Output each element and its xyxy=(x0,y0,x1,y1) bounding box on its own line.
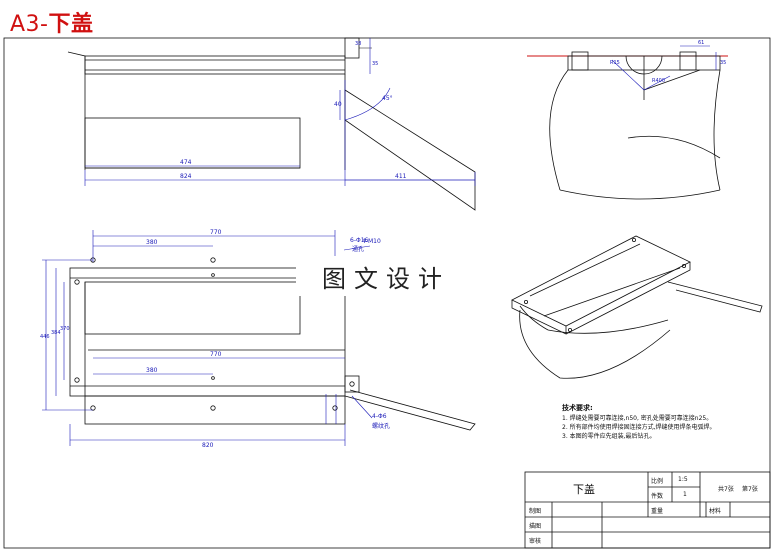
review-label: 审核 xyxy=(529,538,542,545)
hole-note-top2: 4-M10 xyxy=(362,238,381,245)
qty-label: 件数 xyxy=(651,493,664,500)
part-name: 下盖 xyxy=(573,483,595,496)
dim-380-bot: 380 xyxy=(146,367,158,374)
dim-r15: R15 xyxy=(610,60,620,66)
dim-38: 38 xyxy=(355,41,361,47)
weight-label: 重量 xyxy=(651,508,664,515)
dim-770-top: 770 xyxy=(210,229,222,236)
title-block xyxy=(524,471,771,549)
sheet-title-text: 下盖 xyxy=(48,12,94,37)
sheet-total: 共7张 xyxy=(718,486,734,493)
sheet-title: A3-下盖 xyxy=(10,6,94,38)
hole-text-bot: 螺纹孔 xyxy=(372,422,390,430)
dim-61: 61 xyxy=(698,40,704,46)
dim-35: 35 xyxy=(372,61,378,67)
hole-text-top: 通孔 xyxy=(352,245,364,253)
qty-value: 1 xyxy=(683,491,687,498)
dim-474: 474 xyxy=(180,159,192,166)
dim-384: 384 xyxy=(51,330,61,336)
front-view: 474 824 411 40 45° 38 35 xyxy=(67,37,476,211)
dim-446: 446 xyxy=(40,334,50,340)
dim-r400: R400 xyxy=(652,78,665,84)
watermark: 图文设计 xyxy=(296,256,476,296)
dim-380-top: 380 xyxy=(146,239,158,246)
hole xyxy=(210,257,216,263)
hole xyxy=(74,279,80,285)
hole xyxy=(349,381,355,387)
scale-label: 比例 xyxy=(651,478,664,485)
sheet-code: A3- xyxy=(10,12,49,37)
dim-40: 40 xyxy=(334,101,342,108)
dim-35-right: 35 xyxy=(720,60,726,66)
hole xyxy=(90,405,96,411)
isometric-view xyxy=(511,235,763,379)
material-label: 材料 xyxy=(709,508,722,515)
hole-note-bot: 4-Φ6 xyxy=(372,413,387,420)
plan-view: 770 380 770 380 820 446 384 370 6-Φ16 通孔… xyxy=(40,229,476,449)
side-view: 61 35 R15 R400 xyxy=(527,40,728,200)
hole xyxy=(211,273,215,277)
dim-370: 370 xyxy=(60,326,70,332)
hole xyxy=(211,376,215,380)
hole-note-top: 6-Φ16 xyxy=(350,237,369,244)
notes-header: 技术要求: xyxy=(562,404,593,412)
drawn-label: 制图 xyxy=(529,508,542,515)
dim-820: 820 xyxy=(202,442,214,449)
scale-value: 1:5 xyxy=(678,476,688,483)
dim-angle: 45° xyxy=(382,95,393,102)
plan-dimensions xyxy=(42,230,373,446)
sheet-no: 第7张 xyxy=(742,486,758,493)
dim-770-bot: 770 xyxy=(210,351,222,358)
note-line: 1. 焊缝处需要可靠连接,n50, 密孔处需要可靠连接n25。 xyxy=(562,415,713,422)
hole xyxy=(74,377,80,383)
dim-824: 824 xyxy=(180,173,192,180)
design-label: 描图 xyxy=(529,523,542,530)
dim-411: 411 xyxy=(395,173,407,180)
front-dimensions xyxy=(84,38,476,186)
hole xyxy=(332,405,338,411)
drawing-frame xyxy=(3,37,771,549)
note-line: 2. 所有部件均使用焊接固连接方式,焊缝使用焊条电弧焊。 xyxy=(562,424,716,431)
hole xyxy=(210,405,216,411)
technical-notes: 技术要求: 1. 焊缝处需要可靠连接,n50, 密孔处需要可靠连接n25。 2.… xyxy=(562,404,716,441)
note-line: 3. 本图的零件应先组装,最后钻孔。 xyxy=(562,433,656,440)
